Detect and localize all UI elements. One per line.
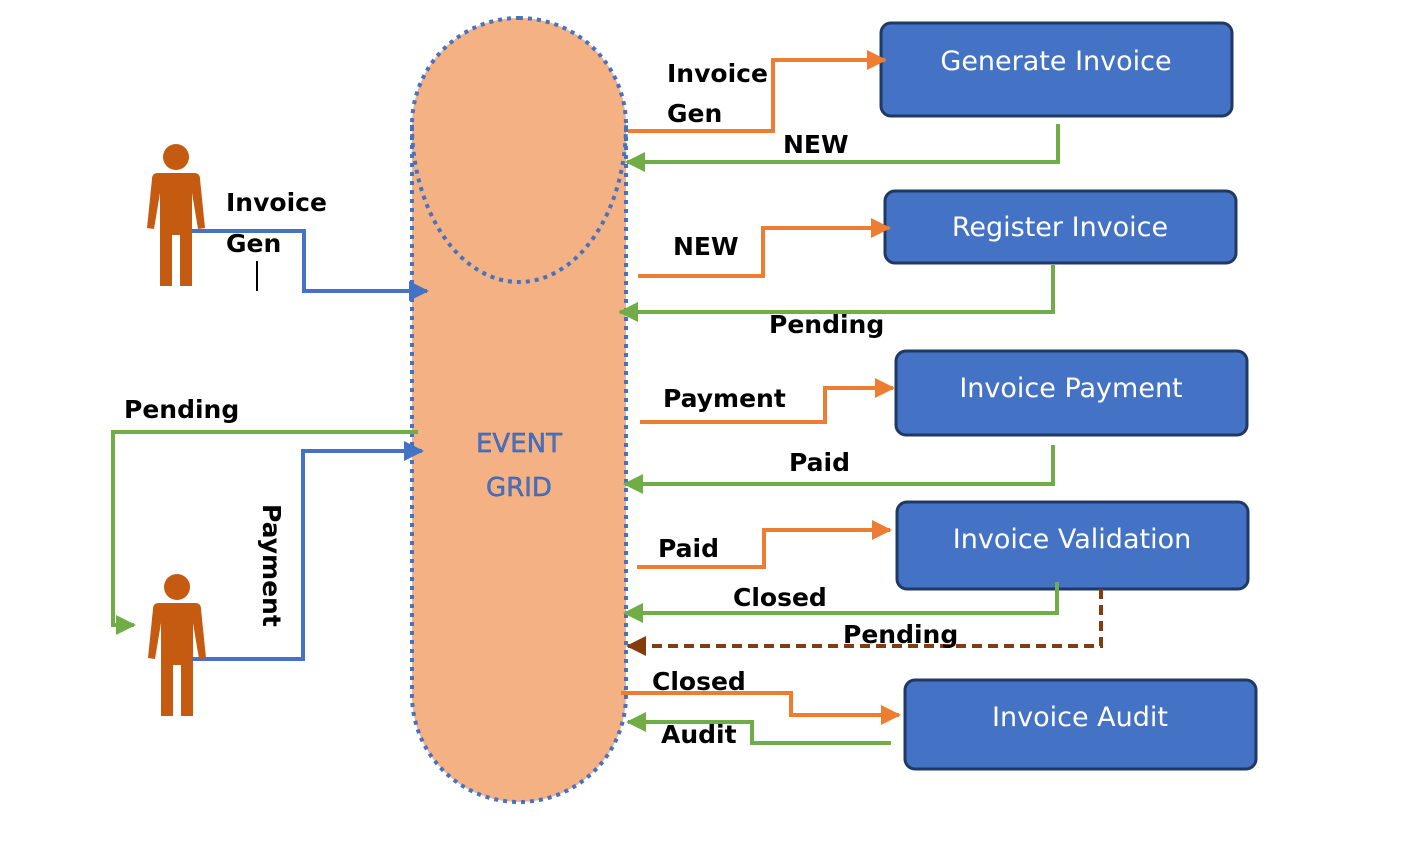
arrow-closed-from-validation <box>623 582 1059 623</box>
label-invoice-gen-line1: Invoice <box>667 59 768 88</box>
label-invoice-gen-line2: Gen <box>667 99 722 128</box>
label-user-invoice-gen-line1: Invoice <box>226 188 327 217</box>
service-label: Invoice Validation <box>953 524 1191 555</box>
event-grid-label-line2: GRID <box>486 473 552 503</box>
event-grid-capsule <box>410 16 628 804</box>
label-new-response: NEW <box>783 130 849 159</box>
service-generate-invoice: Generate Invoice <box>879 21 1234 118</box>
arrow-closed-to-audit <box>621 691 901 725</box>
label-paid-request: Paid <box>658 534 719 563</box>
label-pending-dashed: Pending <box>843 620 958 649</box>
event-grid-inner-arc <box>410 124 628 284</box>
label-new-request: NEW <box>673 232 739 261</box>
label-user-invoice-gen-line2: Gen <box>226 229 281 258</box>
service-box <box>895 500 1250 591</box>
person-icon <box>148 574 206 716</box>
service-box <box>894 349 1249 437</box>
arrow-invoice-gen-to-generate <box>628 50 887 133</box>
event-grid: EVENT GRID <box>410 16 628 804</box>
service-label: Invoice Payment <box>959 373 1182 404</box>
label-pending-response: Pending <box>769 310 884 339</box>
service-register-invoice: Register Invoice <box>883 189 1238 265</box>
label-closed-request: Closed <box>652 667 746 696</box>
arrow-new-to-register <box>638 218 891 278</box>
arrow-pending-from-register <box>618 265 1055 322</box>
service-label: Register Invoice <box>952 212 1168 243</box>
service-invoice-validation: Invoice Validation <box>895 500 1250 591</box>
arrow-paid-to-validation <box>637 520 892 569</box>
arrow-payment-to-payment-service <box>640 378 895 424</box>
service-invoice-payment: Invoice Payment <box>894 349 1249 437</box>
arrow-user-pending <box>111 430 418 635</box>
label-audit-response: Audit <box>661 720 737 749</box>
label-user-pending: Pending <box>124 395 239 424</box>
arrow-audit-from-audit <box>626 712 891 745</box>
label-paid-response: Paid <box>789 448 850 477</box>
label-user-payment: Payment <box>257 504 286 627</box>
service-label: Generate Invoice <box>940 46 1171 77</box>
person-icon <box>147 144 205 286</box>
arrow-paid-from-payment <box>623 445 1055 494</box>
event-grid-label-line1: EVENT <box>476 429 562 459</box>
service-invoice-audit: Invoice Audit <box>903 678 1258 771</box>
service-label: Invoice Audit <box>992 702 1168 733</box>
arrow-new-from-generate <box>625 124 1060 172</box>
label-payment-request: Payment <box>663 384 786 413</box>
arrow-user-invoice-gen <box>181 229 429 301</box>
arrow-user-payment <box>181 441 424 661</box>
service-box <box>903 678 1258 771</box>
arrow-pending-dashed-from-validation <box>626 589 1103 656</box>
label-closed-response: Closed <box>733 583 827 612</box>
